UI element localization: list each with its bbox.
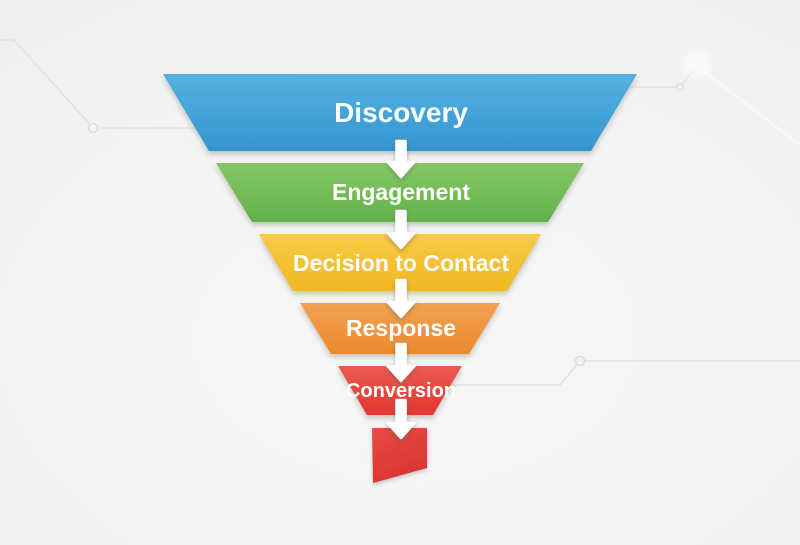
down-arrow-icon (386, 342, 416, 383)
down-arrow-icon (386, 139, 416, 179)
circuit-node-bottom-right (574, 355, 586, 367)
circuit-node-left (87, 122, 99, 134)
circuit-node-top-right (676, 83, 684, 91)
funnel-stage-shape (216, 163, 584, 222)
circuit-line-bottom-right (452, 360, 800, 386)
funnel-stage-engagement: Engagement (216, 163, 584, 222)
down-arrow-icon (386, 278, 416, 319)
down-arrow-icon (386, 209, 416, 250)
down-arrow-icon (386, 398, 416, 440)
funnel-stage-shape (300, 303, 500, 354)
funnel-stage-response: Response (300, 303, 500, 354)
funnel-stage-shape (163, 74, 637, 151)
circuit-line-left (0, 39, 197, 129)
funnel-stage-shape (338, 366, 462, 415)
funnel-stage-conversion: Conversion (338, 366, 462, 415)
funnel-stage-decision-to-contact: Decision to Contact (259, 234, 541, 291)
funnel-stage-label: Decision to Contact (293, 250, 509, 276)
funnel-stage-label: Engagement (332, 179, 470, 205)
funnel-stage-label: Discovery (334, 97, 468, 128)
circuit-streak (696, 65, 800, 146)
circuit-glow (678, 46, 716, 84)
funnel-stage-shape (259, 234, 541, 291)
funnel-stage-label: Conversion (346, 380, 456, 402)
funnel-outlet-flag (372, 428, 427, 483)
funnel-stage-label: Response (346, 315, 456, 341)
funnel-stage-discovery: Discovery (163, 74, 637, 151)
